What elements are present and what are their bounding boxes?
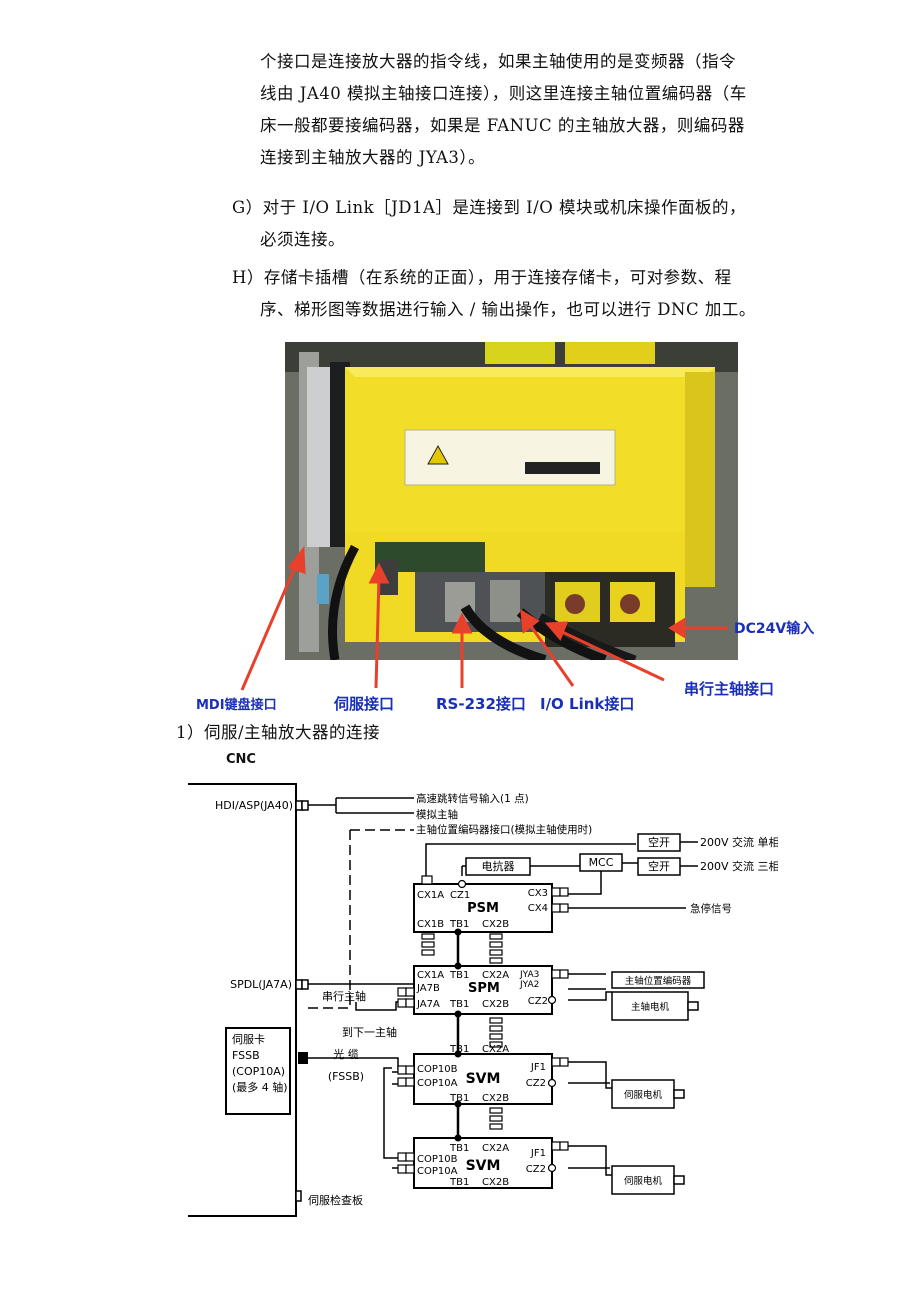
psm-cx2b: CX2B: [482, 919, 509, 930]
next-spindle-label: 到下一主轴: [342, 1025, 397, 1039]
text-line: 序、梯形图等数据进行输入 / 输出操作，也可以进行 DNC 加工。: [260, 300, 756, 319]
paragraph-h: H）存储卡插槽（在系统的正面），用于连接存储卡，可对参数、程 序、梯形图等数据进…: [232, 262, 756, 326]
label-rs232: RS-232接口: [436, 695, 526, 713]
cnc-title: CNC: [226, 752, 256, 767]
label-mdi: MDI键盘接口: [196, 698, 277, 713]
svm2-jf1: JF1: [530, 1148, 546, 1159]
psm-tb1: TB1: [449, 919, 469, 930]
servo-card-box: [225, 1027, 291, 1115]
text-line: 必须连接。: [260, 230, 345, 249]
spm-jya3: JYA3: [519, 970, 539, 980]
svm1-tb1: TB1: [449, 1044, 469, 1055]
psm-cx1a: CX1A: [417, 890, 444, 901]
spm-cx2b: CX2B: [482, 999, 509, 1010]
psm-cx3: CX3: [528, 888, 548, 899]
svm1-tb1-bottom: TB1: [449, 1093, 469, 1104]
hdi-item: 高速跳转信号输入(1 点): [416, 792, 529, 805]
svm1-jf1: JF1: [530, 1062, 546, 1073]
label-dc24v: DC24V输入: [734, 621, 815, 637]
servo-motor-label: 伺服电机: [624, 1175, 663, 1187]
hdi-item: 主轴位置编码器接口(模拟主轴使用时): [416, 823, 592, 836]
svm2-cop10b: COP10B: [417, 1154, 458, 1165]
servo-check-label: 伺服检查板: [308, 1193, 363, 1207]
label-serial-spindle: 串行主轴接口: [684, 680, 775, 698]
spm-cz2: CZ2: [528, 996, 548, 1007]
servo-card-line: FSSB: [232, 1049, 260, 1062]
psm-cx1b: CX1B: [417, 919, 444, 930]
spm-cx2a: CX2A: [482, 970, 509, 981]
serial-spindle-label: 串行主轴: [322, 989, 366, 1003]
power-three-phase: 200V 交流 三相: [700, 859, 778, 873]
svm1-cz2: CZ2: [526, 1078, 546, 1089]
svm1-cop10b: COP10B: [417, 1064, 458, 1075]
servo-card-line: (COP10A): [232, 1065, 285, 1078]
label-servo: 伺服接口: [334, 695, 395, 713]
text-line: 连接到主轴放大器的 JYA3）。: [260, 148, 486, 167]
cnc-box: [188, 783, 297, 1217]
svm1-cop10a: COP10A: [417, 1078, 458, 1089]
text-line: H）存储卡插槽（在系统的正面），用于连接存储卡，可对参数、程: [232, 268, 732, 287]
spm-cx1a: CX1A: [417, 970, 444, 981]
label-iolink: I/O Link接口: [540, 695, 635, 713]
fiber-label: 光 缆: [333, 1047, 359, 1061]
svm2-name: SVM: [466, 1158, 501, 1174]
breaker-label: 空开: [648, 859, 670, 873]
paragraph-g: G）对于 I/O Link［JD1A］是连接到 I/O 模块或机床操作面板的， …: [232, 192, 746, 256]
spdl-label: SPDL(JA7A): [230, 978, 292, 991]
spm-jya2: JYA2: [519, 980, 539, 990]
servo-motor-label: 伺服电机: [624, 1089, 663, 1101]
spm-tb1: TB1: [449, 970, 469, 981]
svm1-name: SVM: [466, 1071, 501, 1087]
power-single-phase: 200V 交流 单相: [700, 835, 778, 849]
svm1-cx2a: CX2A: [482, 1044, 509, 1055]
section-heading: 1）伺服/主轴放大器的连接: [176, 723, 381, 742]
mcc-label: MCC: [589, 856, 614, 869]
svm-box-2: [413, 1137, 553, 1189]
text-line: 个接口是连接放大器的指令线，如果主轴使用的是变频器（指令: [260, 52, 736, 71]
amplifier-connection-diagram: HDI/ASP(JA40) 高速跳转信号输入(1 点) 模拟主轴 主轴位置编码器…: [188, 783, 778, 1217]
servo-card-line: (最多 4 轴): [232, 1080, 288, 1094]
spindle-motor-label: 主轴电机: [631, 1001, 670, 1013]
reactor-label: 电抗器: [482, 859, 515, 873]
svm2-cx2b: CX2B: [482, 1177, 509, 1188]
svm2-cop10a: COP10A: [417, 1166, 458, 1177]
text-line: 床一般都要接编码器，如果是 FANUC 的主轴放大器，则编码器: [260, 116, 745, 135]
fiber-label: (FSSB): [328, 1070, 364, 1083]
spm-tb1b: TB1: [449, 999, 469, 1010]
spm-name: SPM: [468, 981, 500, 996]
estop-label: 急停信号: [690, 902, 732, 915]
spm-ja7b: JA7B: [416, 983, 440, 994]
servo-card-line: 伺服卡: [232, 1033, 265, 1046]
svm2-tb1: TB1: [449, 1143, 469, 1154]
svm2-cx2a: CX2A: [482, 1143, 509, 1154]
paragraph-f-continued: 个接口是连接放大器的指令线，如果主轴使用的是变频器（指令 线由 JA40 模拟主…: [260, 46, 747, 174]
text-line: G）对于 I/O Link［JD1A］是连接到 I/O 模块或机床操作面板的，: [232, 198, 746, 217]
spm-ja7a: JA7A: [416, 999, 440, 1010]
fssb-connector: [298, 1052, 308, 1064]
hdi-item: 模拟主轴: [416, 808, 458, 821]
cnc-unit-photo: [285, 342, 738, 660]
psm-cz1: CZ1: [450, 890, 470, 901]
svm1-cx2b: CX2B: [482, 1093, 509, 1104]
svm2-cz2: CZ2: [526, 1164, 546, 1175]
hdi-label: HDI/ASP(JA40): [215, 799, 293, 812]
spindle-encoder-label: 主轴位置编码器: [625, 975, 692, 987]
psm-name: PSM: [467, 901, 499, 916]
breaker-label: 空开: [648, 835, 670, 849]
psm-cx4: CX4: [528, 903, 548, 914]
text-line: 线由 JA40 模拟主轴接口连接），则这里连接主轴位置编码器（车: [260, 84, 747, 103]
svm2-tb1-bottom: TB1: [449, 1177, 469, 1188]
cnc-unit-illustration: [285, 342, 738, 660]
